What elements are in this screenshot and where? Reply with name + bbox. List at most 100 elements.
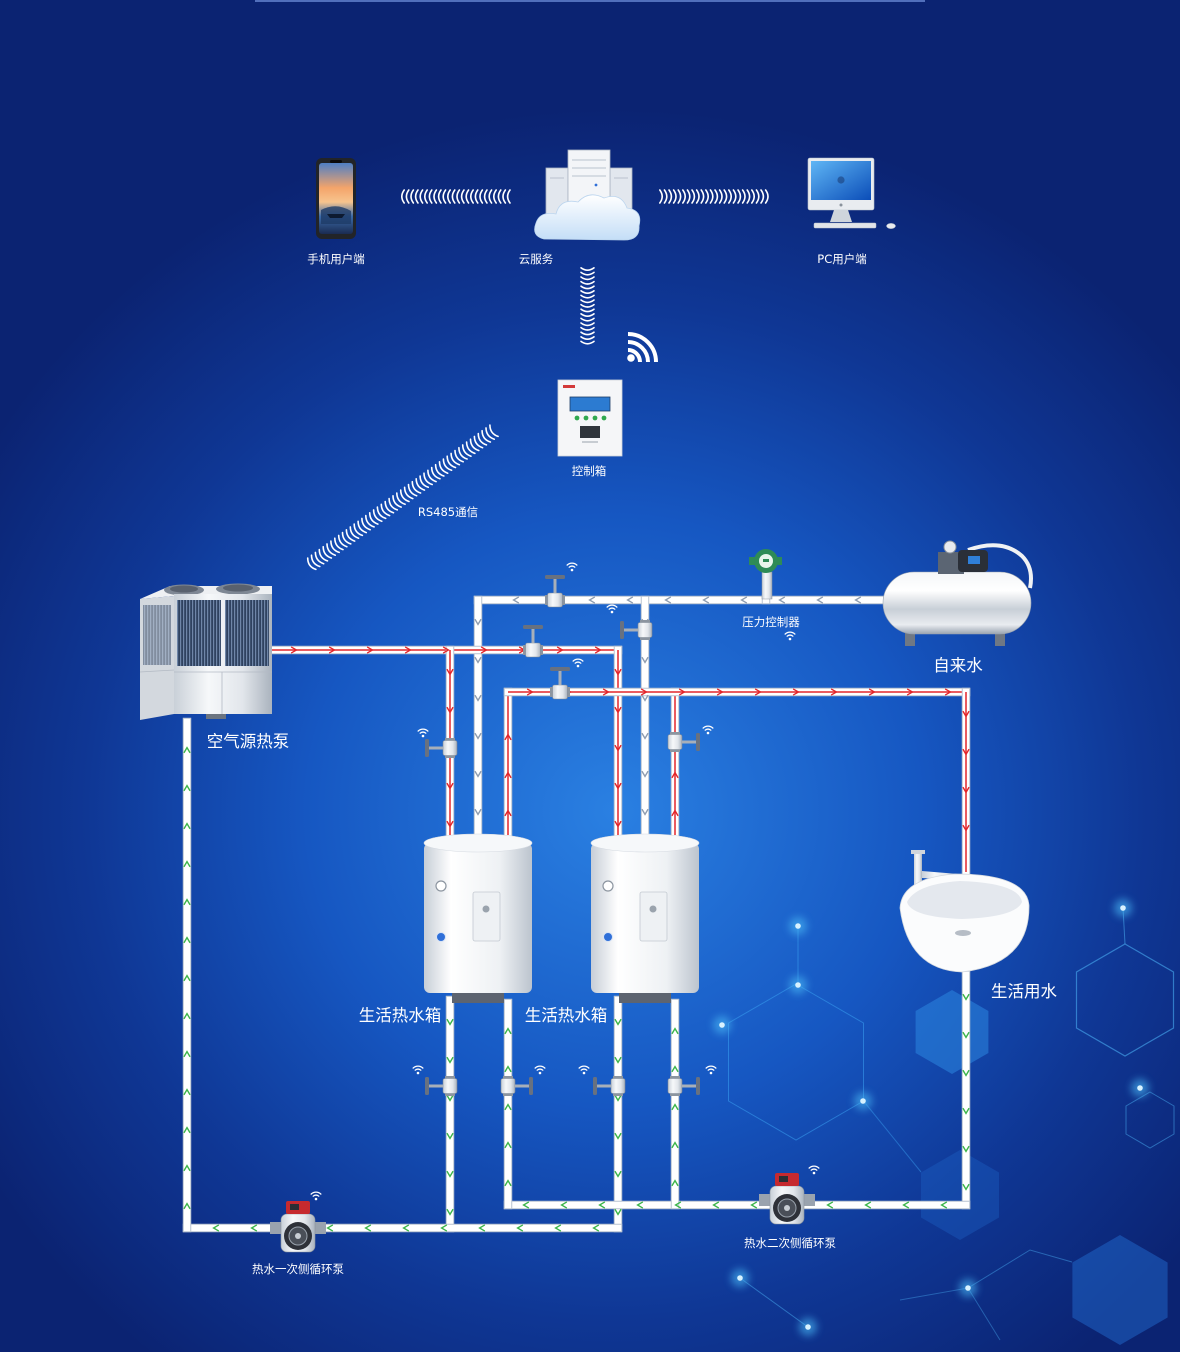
tap-water-tank-icon-part [968, 556, 980, 564]
wireless-signal-icon [702, 725, 714, 735]
wireless-signal-icon-part [534, 1065, 546, 1069]
broadcast-wifi-icon-part [627, 332, 658, 363]
gate-valve-icon [667, 1076, 700, 1096]
flow-arrow [183, 860, 191, 868]
gate-valve-icon-part [667, 734, 683, 750]
rs485-wave-arc [337, 534, 348, 548]
wash-basin-icon-part [955, 930, 971, 936]
wireless-signal-icon-part [784, 631, 796, 635]
flow-arrow [712, 1201, 720, 1209]
wireless-signal-icon-part [416, 1071, 420, 1075]
rs485-wave-arc [415, 478, 426, 491]
flow-arrow [183, 974, 191, 982]
secondary-circulation-pump-icon-part [759, 1194, 771, 1206]
flow-arrow [664, 596, 672, 604]
air-source-heat-pump-icon-part [143, 605, 171, 665]
broadcast-wifi-icon-part [627, 354, 635, 362]
dim-hexagon [921, 1150, 999, 1240]
tap-water-tank-icon-part [938, 552, 964, 574]
flow-arrow [526, 688, 534, 696]
flow-arrow [480, 646, 488, 654]
rs485-wave-arc [430, 466, 441, 480]
signal-wave-arc-vertical [580, 271, 595, 276]
wireless-signal-icon [606, 604, 618, 614]
mobile-client-label: 手机用户端 [307, 252, 365, 266]
flow-arrow [671, 809, 679, 817]
wireless-signal-icon-part [702, 725, 714, 729]
signal-wave-arc-left [451, 189, 456, 204]
wireless-signal-icon-part [580, 1068, 588, 1071]
signal-wave-arc-right [659, 189, 663, 204]
gate-valve-icon-part [445, 1093, 455, 1096]
flow-arrow [592, 1224, 600, 1232]
gate-valve-icon [500, 1076, 533, 1096]
pressure-controller-icon-part [763, 559, 769, 562]
network-line [899, 1287, 1001, 1341]
rs485-wave-arc [345, 529, 356, 542]
flow-arrow [366, 646, 374, 654]
signal-wave-arc-right [668, 189, 673, 204]
control-box-icon [557, 379, 623, 457]
wireless-signal-icon-part [578, 1065, 590, 1069]
rs485-wave-arc [434, 463, 445, 477]
secondary-circulation-pump-icon-part [779, 1176, 788, 1182]
flow-arrow [754, 688, 762, 696]
glow-dots [713, 899, 1149, 1336]
glow-dot [795, 923, 801, 929]
flow-arrow [864, 1201, 872, 1209]
hot-water-tank-1-icon-part [423, 833, 533, 853]
wireless-signal-icon-part [417, 728, 429, 732]
pressure-controller-icon [749, 549, 782, 600]
rs485-wave-arc [438, 461, 449, 474]
flow-arrow [868, 688, 876, 696]
network-hexagon [728, 983, 864, 1141]
hot-water-tank-1-icon-part [436, 932, 446, 942]
gate-valve-icon [667, 732, 700, 752]
gate-valve-icon-part [547, 592, 563, 608]
signal-wave-arc-left [447, 189, 451, 204]
signal-wave-arc-right [677, 189, 682, 204]
flow-arrow [778, 596, 786, 604]
wireless-signal-icon-part [570, 568, 574, 572]
flow-arrow [716, 688, 724, 696]
rs485-wave-arc [396, 492, 406, 506]
air-source-heat-pump-icon-part [170, 585, 198, 593]
flow-arrow [446, 706, 454, 714]
flow-arrow [830, 688, 838, 696]
flow-arrow [671, 771, 679, 779]
flow-arrow [290, 646, 298, 654]
desktop-computer-icon-part [830, 210, 852, 222]
signal-wave-arc-left [493, 189, 497, 204]
wash-basin-icon-part [914, 853, 922, 899]
flow-arrow [962, 748, 970, 756]
gate-valve-icon [593, 1076, 626, 1096]
gate-valve-icon-part [552, 684, 568, 700]
broadcast-wifi-icon-part [627, 348, 642, 363]
flow-arrow [183, 784, 191, 792]
flow-arrow [678, 688, 686, 696]
signal-wave-arc-left [433, 189, 438, 204]
wash-basin-icon [899, 850, 1030, 973]
wireless-signal-icon [705, 1065, 717, 1075]
wireless-signal-icon [417, 728, 429, 738]
rs485-wave-arc [388, 497, 399, 511]
flow-arrow [962, 1069, 970, 1077]
gate-valve-icon-part [682, 1084, 696, 1088]
wireless-signal-icon-part [314, 1197, 318, 1201]
signal-wave-arc-right [755, 189, 760, 204]
flow-arrow [504, 809, 512, 817]
flow-arrow [446, 1094, 454, 1102]
wireless-signal-icon [572, 658, 584, 668]
wireless-signal-icon-part [610, 610, 614, 614]
flow-arrow [902, 1201, 910, 1209]
flow-arrow [962, 1183, 970, 1191]
signal-wave-arc-vertical [580, 313, 595, 317]
flow-arrow [212, 1224, 220, 1232]
hot-water-tank-2-icon-part [603, 932, 613, 942]
flow-arrow [962, 710, 970, 718]
signal-wave-arc-vertical [580, 331, 595, 336]
gate-valve-icon-part [670, 1076, 680, 1079]
wireless-signal-icon-part [812, 1171, 816, 1175]
flow-arrow [446, 1018, 454, 1026]
